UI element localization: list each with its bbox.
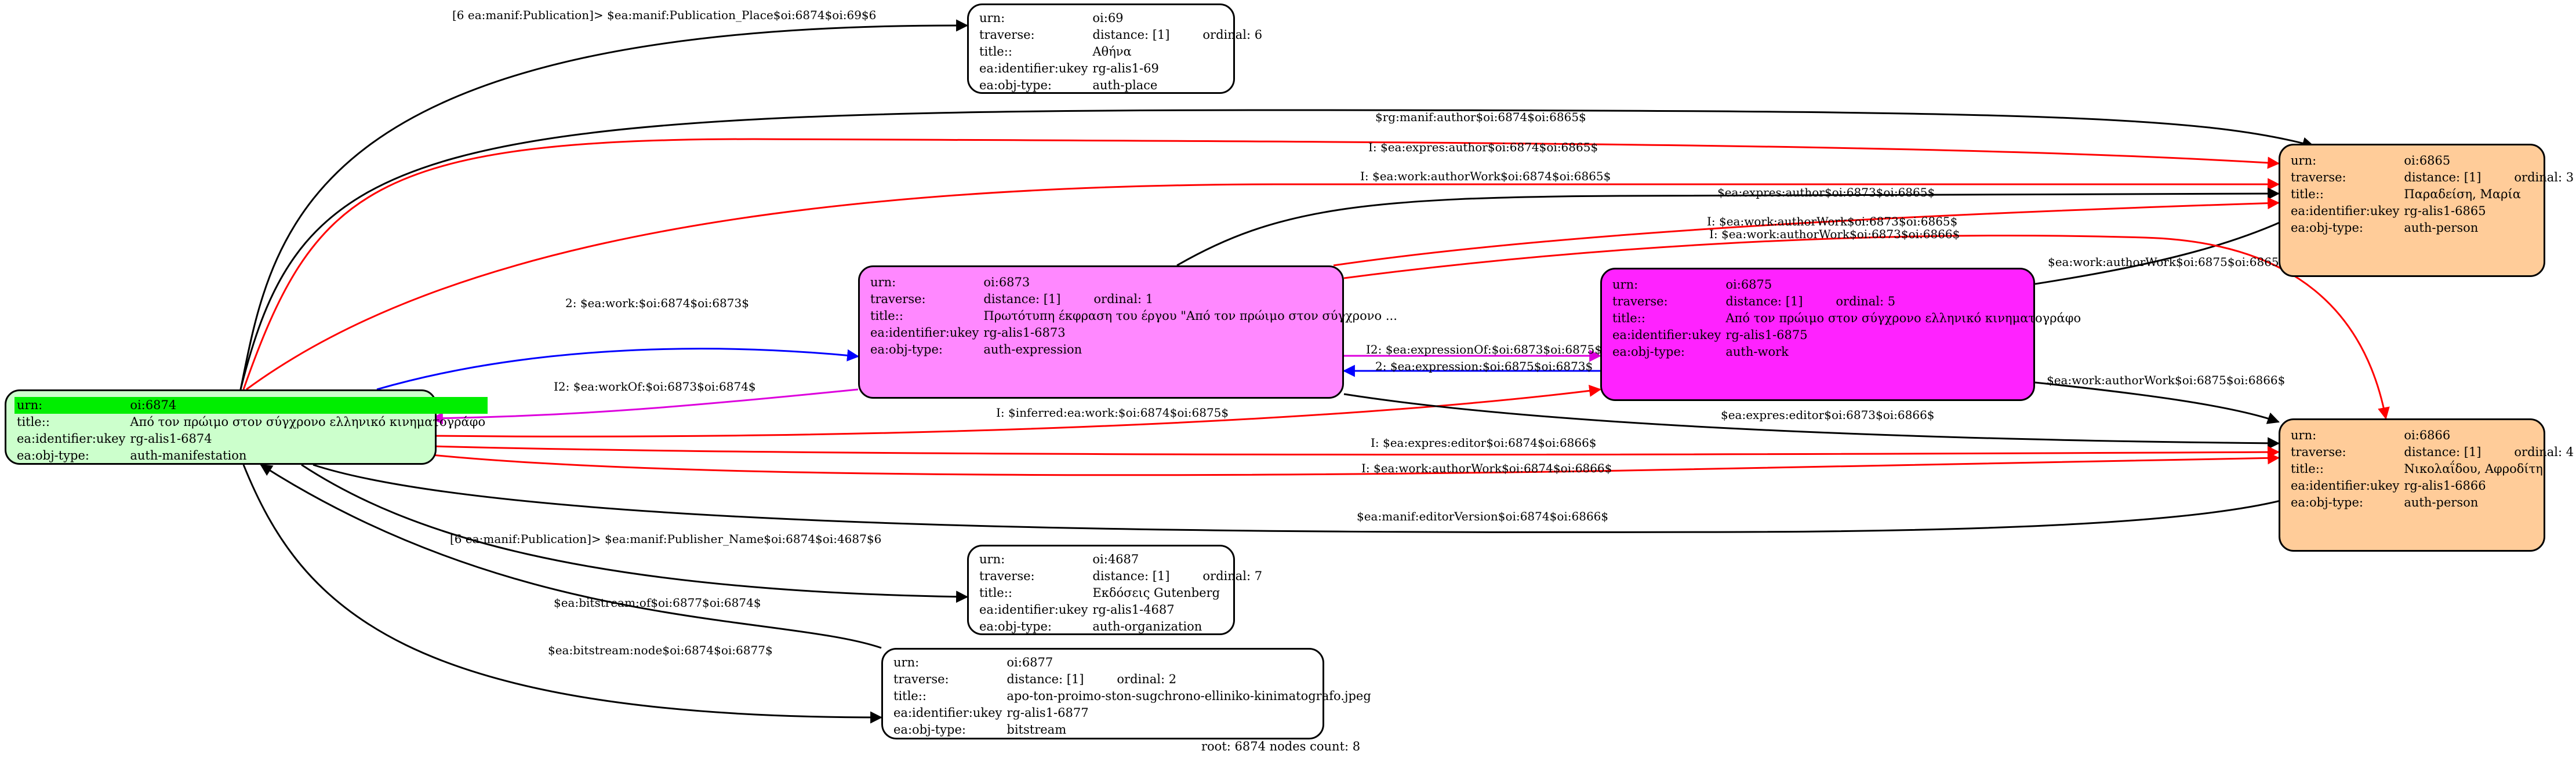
edge-6874-6877-bitstream-node: [242, 464, 883, 724]
edge-label: $ea:expres:author$oi:6873$oi:6865$: [1717, 185, 1935, 199]
edge-label: I: $ea:expres:author$oi:6874$oi:6865$: [1368, 140, 1598, 154]
node-oi-6873[interactable]: urn:oi:6873 traverse:distance: [1]ordina…: [858, 265, 1397, 399]
edge-label: I: $ea:expres:editor$oi:6874$oi:6866$: [1371, 436, 1597, 450]
edge-6874-6873-work: [376, 348, 860, 391]
node-oi-6865[interactable]: urn:oi:6865 traverse:distance: [1]ordina…: [2279, 144, 2574, 277]
node-oi-6866[interactable]: urn:oi:6866 traverse:distance: [1]ordina…: [2279, 418, 2574, 552]
edge-6874-69: [239, 19, 969, 390]
edge-label: I: $inferred:ea:work:$oi:6874$oi:6875$: [996, 406, 1229, 420]
edge-6874-6865-rg-author: [239, 109, 2315, 390]
edge-label: I: $ea:work:authorWork$oi:6873$oi:6865$: [1707, 214, 1958, 228]
graph-footer: root: 6874 nodes count: 8: [1201, 739, 1361, 753]
node-oi-6877[interactable]: urn:oi:6877 traverse:distance: [1]ordina…: [881, 648, 1371, 739]
node-oi-4687[interactable]: urn:oi:4687 traverse:distance: [1]ordina…: [967, 545, 1262, 635]
edge-label: $ea:work:authorWork$oi:6875$oi:6866$: [2047, 373, 2286, 387]
node-oi-6874[interactable]: urn:oi:6874 title::Από τον πρώιμο στον σ…: [5, 389, 488, 465]
edge-6873-6866-editor: [1343, 393, 2280, 450]
edge-6874-6865-expres-author: [242, 138, 2280, 390]
edge-label: [6 ea:manif:Publication]> $ea:manif:Publ…: [450, 532, 882, 546]
node-oi-6875[interactable]: urn:oi:6875 traverse:distance: [1]ordina…: [1600, 268, 2081, 401]
edge-label: $ea:manif:editorVersion$oi:6874$oi:6866$: [1357, 509, 1609, 523]
edge-label: $ea:work:authorWork$oi:6875$oi:6865$: [2048, 255, 2287, 269]
edge-label: I: $ea:work:authorWork$oi:6874$oi:6865$: [1360, 169, 1611, 183]
node-header-row: urn:oi:6874: [14, 397, 488, 414]
node-oi-69[interactable]: urn:oi:69 traverse:distance: [1]ordinal:…: [967, 3, 1262, 94]
edge-6875-6866-authorwork: [2034, 381, 2280, 424]
edge-6874-6866-editorversion: [313, 464, 2320, 533]
edge-label: $ea:bitstream:of$oi:6877$oi:6874$: [554, 596, 761, 610]
edge-6874-6875-inferred: [431, 384, 1602, 438]
edge-label: $rg:manif:author$oi:6874$oi:6865$: [1375, 110, 1586, 124]
edge-6874-6866-editor: [431, 445, 2280, 458]
edge-6873-6865-authorwork: [1333, 197, 2280, 267]
edge-label: I: $ea:work:authorWork$oi:6874$oi:6866$: [1361, 461, 1612, 475]
edge-6873-6865-expres-author: [1176, 187, 2280, 267]
edge-label: I2: $ea:workOf:$oi:6873$oi:6874$: [554, 380, 756, 393]
edge-label: I: $ea:work:authorWork$oi:6873$oi:6866$: [1709, 227, 1960, 241]
edge-6874-6866-authorwork: [431, 452, 2280, 476]
edge-label: 2: $ea:expression:$oi:6875$oi:6873$: [1375, 359, 1593, 373]
edge-label: $ea:bitstream:node$oi:6874$oi:6877$: [548, 643, 773, 657]
edge-label: I2: $ea:expressionOf:$oi:6873$oi:6875$: [1366, 342, 1602, 356]
edge-6877-6874-bitstream-of: [260, 464, 882, 649]
edge-6873-6866-authorwork: [1343, 234, 2390, 420]
edge-6874-4687: [301, 464, 969, 603]
edge-label: 2: $ea:work:$oi:6874$oi:6873$: [565, 296, 749, 310]
edge-label: $ea:expres:editor$oi:6873$oi:6866$: [1721, 408, 1935, 422]
edge-6873-6874-workof: [430, 388, 859, 425]
edge-label: [6 ea:manif:Publication]> $ea:manif:Publ…: [452, 8, 877, 22]
